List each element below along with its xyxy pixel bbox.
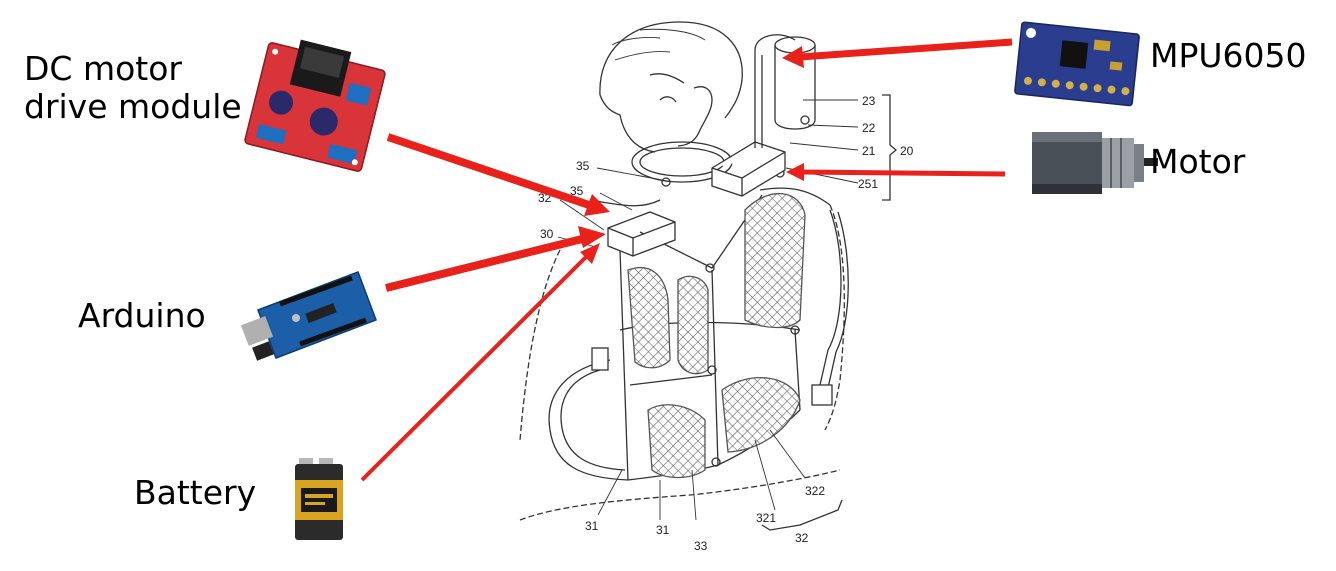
label-motor: Motor bbox=[1150, 142, 1246, 181]
label-dc-driver-line2: drive module bbox=[24, 87, 242, 126]
arrowhead-driver bbox=[584, 194, 610, 216]
num-33: 33 bbox=[694, 539, 708, 553]
joint bbox=[661, 177, 671, 187]
num-321: 321 bbox=[756, 511, 776, 525]
patent-drawing bbox=[519, 21, 898, 531]
joint bbox=[790, 325, 800, 335]
arrowhead-mpu bbox=[782, 46, 804, 68]
mesh-panel-lower-right bbox=[721, 377, 801, 453]
face-outline bbox=[649, 73, 713, 147]
num-21: 21 bbox=[862, 144, 876, 158]
joint bbox=[711, 457, 721, 467]
bracket-32 bbox=[761, 499, 843, 531]
belt-buckle bbox=[591, 347, 609, 371]
bracket-20 bbox=[882, 94, 898, 201]
battery-picture bbox=[295, 458, 343, 540]
label-dc-driver-line1: DC motor bbox=[24, 49, 182, 88]
arrowhead-arduino bbox=[578, 226, 606, 248]
num-23: 23 bbox=[862, 94, 876, 108]
side-clip bbox=[811, 384, 833, 406]
mesh-panel-center bbox=[677, 275, 709, 375]
mpu6050-board-picture bbox=[1014, 21, 1140, 107]
num-31b: 31 bbox=[656, 523, 670, 537]
arrow-motor bbox=[799, 169, 1006, 177]
mesh-panel-left bbox=[627, 267, 671, 369]
mesh-panel-right bbox=[744, 193, 806, 329]
num-30: 30 bbox=[540, 227, 554, 241]
label-mpu6050: MPU6050 bbox=[1150, 36, 1307, 75]
joint bbox=[707, 365, 717, 375]
arrowhead-battery bbox=[580, 243, 600, 264]
frame-rod-left bbox=[619, 249, 629, 481]
hair-lines bbox=[611, 28, 706, 61]
arrow-arduino bbox=[385, 234, 587, 292]
motor-picture bbox=[1032, 132, 1158, 194]
head-outline bbox=[599, 21, 743, 153]
belt-loop bbox=[548, 359, 629, 481]
joint bbox=[705, 263, 715, 273]
label-battery: Battery bbox=[134, 473, 257, 512]
arrow-mpu bbox=[799, 38, 1013, 61]
sensor-rod bbox=[754, 50, 763, 148]
arrowhead-motor bbox=[786, 163, 804, 181]
num-22: 22 bbox=[862, 121, 876, 135]
arrow-driver bbox=[386, 133, 594, 210]
dc-driver-board-picture bbox=[244, 39, 386, 172]
num-322: 322 bbox=[805, 484, 825, 498]
sensor-pin bbox=[800, 115, 810, 125]
side-tube bbox=[819, 209, 849, 389]
patent-numbers: 23 22 21 20 251 35 35 32 30 31 31 33 321… bbox=[538, 94, 914, 553]
sensor-cylinder bbox=[774, 45, 816, 130]
belt-loop-inner bbox=[560, 369, 626, 471]
mesh-panel-lower-left bbox=[647, 404, 706, 479]
sensor-loop bbox=[754, 34, 796, 51]
arrows bbox=[360, 38, 1013, 482]
arduino-board-picture bbox=[240, 252, 382, 380]
num-35b: 35 bbox=[570, 184, 584, 198]
label-arduino: Arduino bbox=[78, 296, 206, 335]
num-32b: 32 bbox=[795, 531, 809, 545]
torso-outline bbox=[519, 204, 845, 521]
num-251: 251 bbox=[858, 177, 878, 191]
num-31a: 31 bbox=[585, 519, 599, 533]
num-35a: 35 bbox=[576, 159, 590, 173]
num-20: 20 bbox=[900, 144, 914, 158]
arrow-battery bbox=[360, 253, 590, 482]
control-box bbox=[607, 211, 676, 257]
